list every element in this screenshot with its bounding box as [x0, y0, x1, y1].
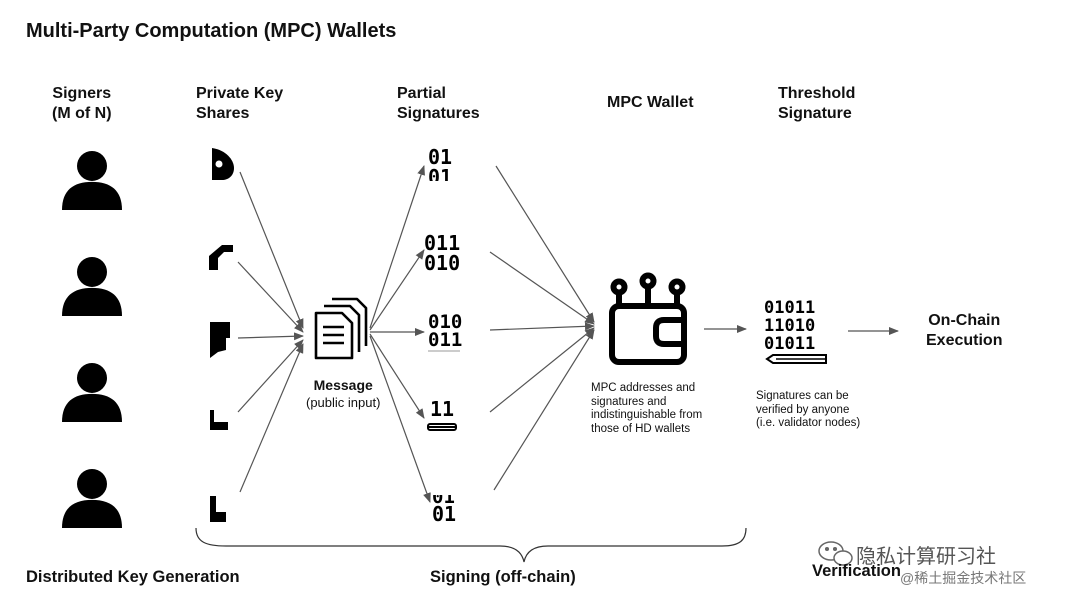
key-share-icon-3 [210, 322, 230, 358]
watermark-sub: @稀土掘金技术社区 [900, 570, 1027, 586]
wallet-note-line1: MPC addresses and [591, 382, 696, 394]
partial-bits-2a: 011 [424, 231, 460, 255]
partial-bits-4a: 11 [430, 397, 454, 421]
wallet-note: MPC addresses and signatures and indisti… [591, 382, 702, 436]
partial-bits-5b: 01 [432, 502, 456, 526]
partial-bits-1b: 01 [428, 165, 452, 189]
header-key-shares-line2: Shares [196, 105, 250, 122]
threshold-bits-1: 01011 [764, 298, 815, 318]
threshold-bits-2: 11010 [764, 316, 815, 336]
header-key-shares: Private Key Shares [196, 84, 283, 124]
threshold-bits-3: 01011 [764, 334, 815, 354]
signer-person-icon-2 [62, 256, 122, 316]
partial-to-wallet-arrows [489, 165, 595, 491]
wallet-note-line2: signatures and [591, 395, 667, 408]
header-mpc-wallet: MPC Wallet [607, 94, 694, 111]
page-title: Multi-Party Computation (MPC) Wallets [26, 20, 397, 42]
header-partial-signatures: Partial Signatures [397, 84, 480, 124]
wallet-icon [609, 272, 687, 365]
label-verification: Verification [812, 562, 901, 580]
execution-line2: Execution [926, 332, 1003, 349]
label-distributed-key-generation: Distributed Key Generation [26, 568, 240, 586]
header-signers-line1: Signers [52, 85, 112, 102]
share-to-message-arrows [237, 171, 304, 493]
execution-label: On-Chain Execution [926, 311, 1002, 351]
partial-signature-5: 01 01 [432, 486, 456, 526]
partial-bits-3a: 010 [428, 311, 462, 333]
partial-bits-2b: 010 [424, 251, 460, 275]
partial-bits-1a: 01 [428, 145, 452, 169]
threshold-note-line1: Signatures can be [756, 390, 849, 402]
wechat-icon [818, 541, 853, 566]
key-share-icon-2 [209, 245, 233, 270]
header-threshold-signature: Threshold Signature [778, 84, 855, 124]
threshold-note-line3: (i.e. validator nodes) [756, 417, 861, 429]
message-label: Message [313, 377, 373, 393]
wallet-note-line3: indistinguishable from [591, 409, 703, 421]
header-threshold-line2: Signature [778, 105, 852, 122]
wallet-note-line4: those of HD wallets [591, 422, 691, 435]
signed-binary-icon: 01011 11010 01011 [764, 298, 827, 364]
partial-signature-3: 010 011 [428, 311, 462, 352]
execution-line1: On-Chain [928, 312, 1001, 329]
header-key-shares-line1: Private Key [196, 85, 284, 102]
threshold-note-line2: verified by anyone [756, 403, 850, 416]
key-share-icon-5 [210, 496, 226, 522]
documents-icon [314, 297, 368, 360]
signer-person-icon-1 [62, 150, 122, 210]
signing-brace [195, 527, 747, 563]
header-threshold-line1: Threshold [778, 85, 856, 102]
header-signers: Signers (M of N) [52, 84, 112, 124]
message-to-partial-arrows [369, 165, 431, 503]
partial-signature-4: 11 [427, 397, 457, 431]
key-share-icon-4 [210, 410, 228, 430]
header-partial-line2: Signatures [397, 105, 480, 122]
partial-signature-2: 011 010 [424, 231, 460, 275]
threshold-note: Signatures can be verified by anyone (i.… [756, 390, 860, 431]
partial-signature-1: 01 01 [428, 145, 452, 189]
signer-person-icon-4 [62, 468, 122, 528]
key-share-icon-1 [212, 148, 234, 180]
label-signing-off-chain: Signing (off-chain) [430, 568, 576, 586]
header-signers-line2: (M of N) [52, 105, 112, 122]
message-label-block: Message (public input) [306, 376, 380, 411]
watermark-text: 隐私计算研习社 [856, 546, 996, 568]
header-partial-line1: Partial [397, 85, 446, 102]
signer-person-icon-3 [62, 362, 122, 422]
message-sublabel: (public input) [306, 395, 381, 410]
partial-bits-3b: 011 [428, 329, 462, 351]
